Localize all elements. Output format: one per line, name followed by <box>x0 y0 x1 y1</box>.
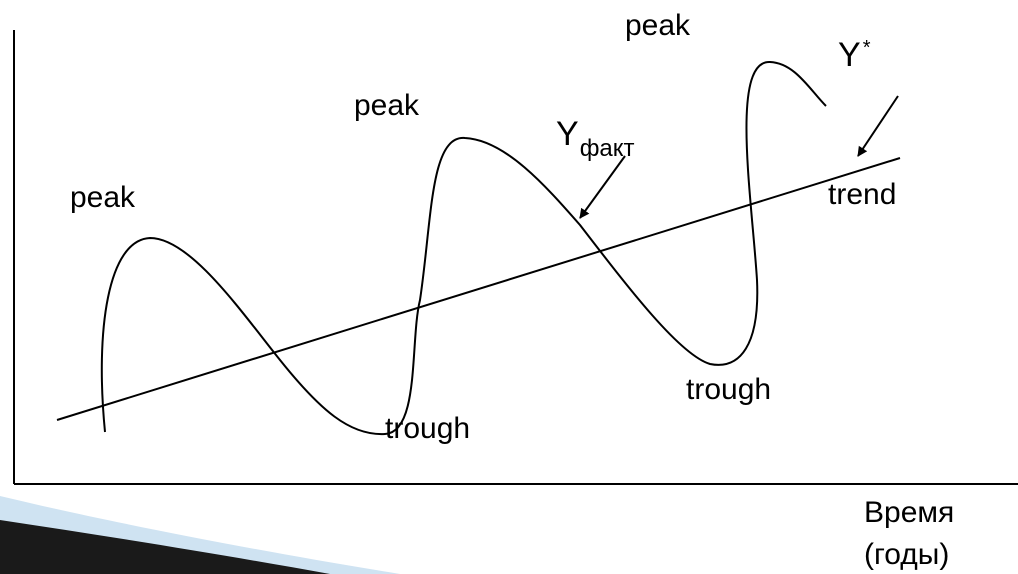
arrow-icon <box>579 155 626 219</box>
decorative-swoosh-dark <box>0 520 330 574</box>
x-axis-label-units: (годы) <box>864 538 950 571</box>
arrow-icon <box>857 95 899 157</box>
peak-label: peak <box>625 9 691 42</box>
cycle-curve <box>100 60 827 436</box>
x-axis-label: Время <box>864 496 955 529</box>
y-actual-label: Yфакт <box>556 115 635 162</box>
peak-label: peak <box>354 89 420 122</box>
trough-label: trough <box>686 373 772 406</box>
y-actual-subscript: факт <box>579 135 635 162</box>
y-potential-superscript: * <box>862 37 871 59</box>
trough-label: trough <box>385 412 471 445</box>
y-potential-label: Y* <box>838 36 871 74</box>
trend-label: trend <box>828 178 897 211</box>
peak-label: peak <box>70 181 136 214</box>
trend-line <box>56 157 901 421</box>
